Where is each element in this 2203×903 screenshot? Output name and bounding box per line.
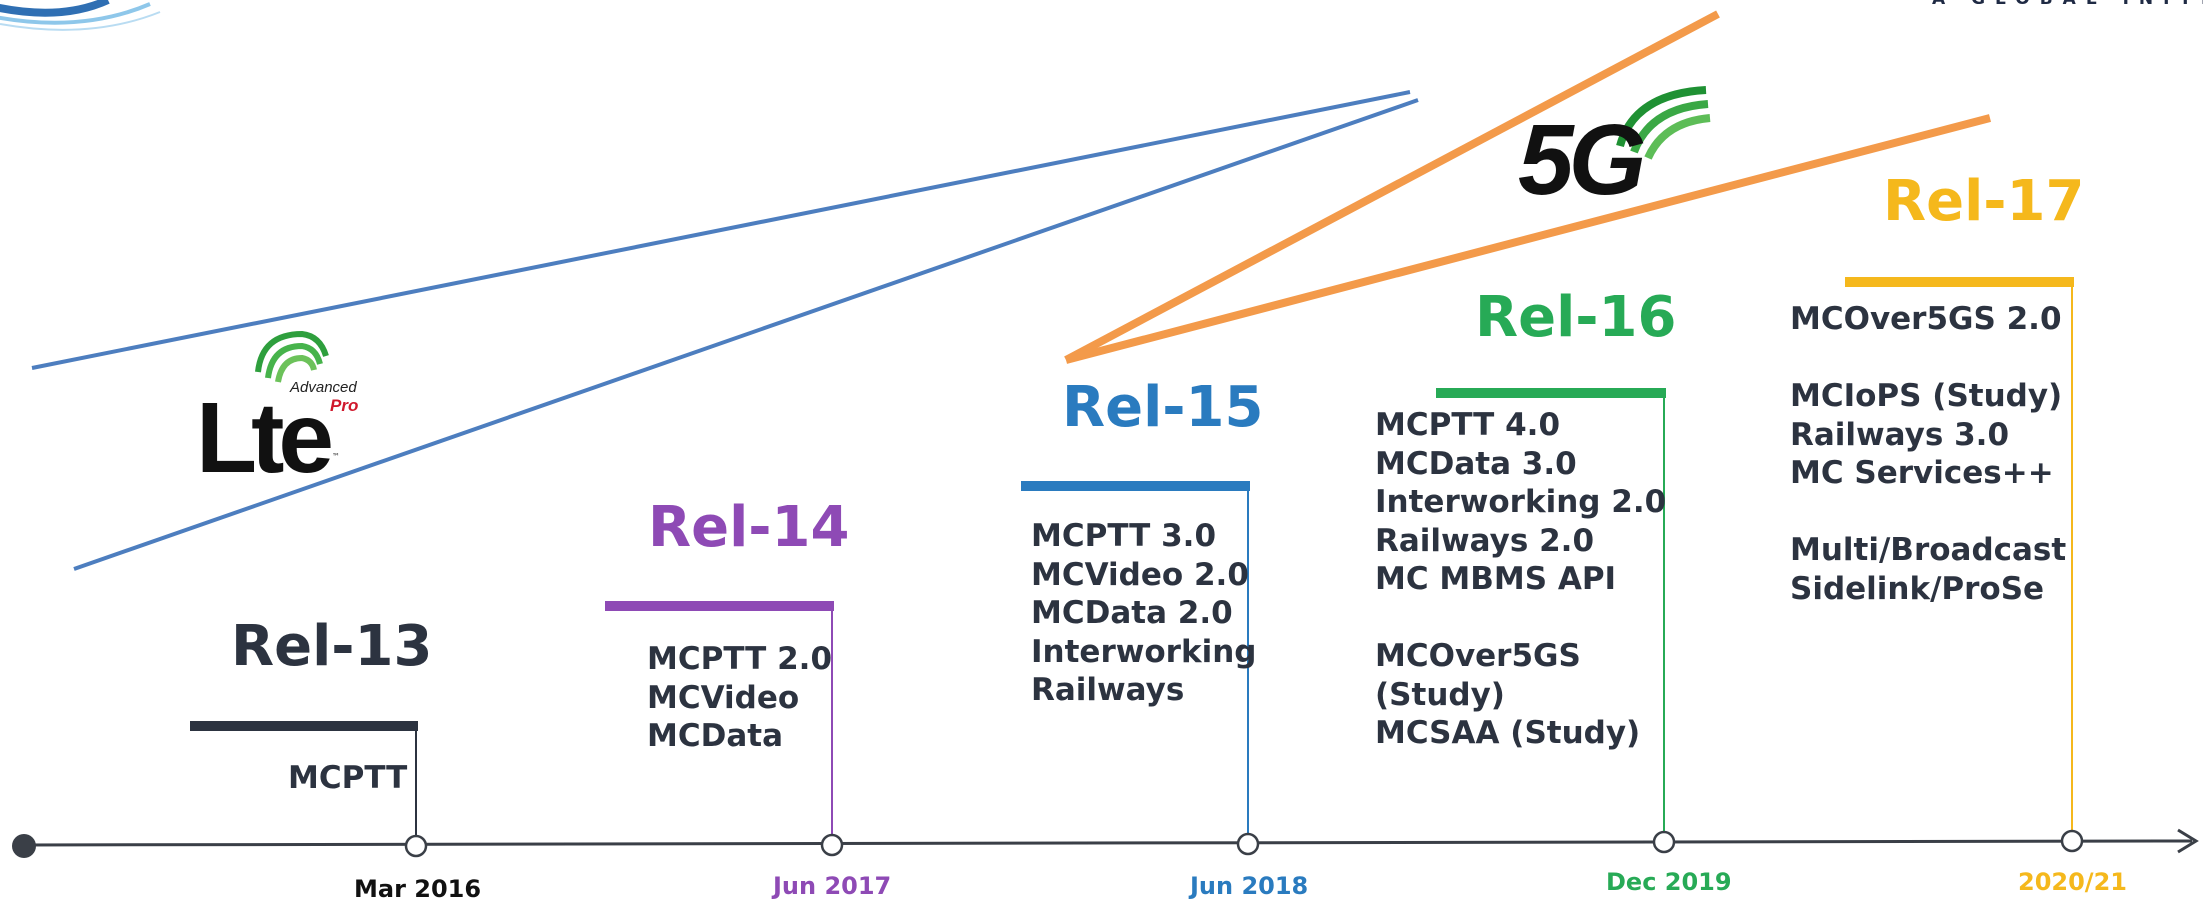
rel15-date: Jun 2018 <box>1190 872 1309 900</box>
timeline-start-dot <box>12 834 36 858</box>
list-item: MCVideo <box>647 679 800 716</box>
milestone-jun-2017 <box>820 833 844 857</box>
milestone-2020-21 <box>2060 829 2084 853</box>
rel15-title: Rel-15 <box>1062 375 1264 440</box>
rel15-marker <box>1021 481 1250 836</box>
list-item: MC Services++ <box>1790 455 2054 491</box>
rel14-date: Jun 2017 <box>773 872 892 900</box>
lte-upper-line <box>31 90 1411 370</box>
list-item: MCPTT 4.0 <box>1375 407 1561 443</box>
rel13-marker <box>190 721 418 836</box>
list-item: Interworking 2.0 <box>1375 484 1667 520</box>
list-item: MCVideo 2.0 <box>1031 556 1249 593</box>
milestone-dec-2019 <box>1652 830 1676 854</box>
rel15-items: MCPTT 3.0 MCVideo 2.0 MCData 2.0 Interwo… <box>1031 517 1256 710</box>
list-item: MCPTT 2.0 <box>647 641 833 677</box>
list-item: Railways <box>1031 672 1185 708</box>
rel16-marker <box>1436 388 1666 836</box>
lte-logo-word: Lte <box>196 382 334 494</box>
list-item: Railways 2.0 <box>1375 522 1595 559</box>
list-item <box>1790 339 2066 378</box>
rel13-title: Rel-13 <box>231 614 433 679</box>
fiveg-logo-word: 5G <box>1518 104 1646 216</box>
list-item: MCSAA (Study) <box>1375 715 1641 751</box>
rel13-items: MCPTT <box>288 759 407 798</box>
list-item: MCPTT <box>288 760 408 796</box>
list-item: Interworking <box>1031 633 1257 670</box>
fiveg-upper-line <box>1064 10 1720 364</box>
list-item: MCIoPS (Study) <box>1790 378 2063 414</box>
lte-logo-advanced: Advanced <box>290 379 357 396</box>
milestone-jun-2018 <box>1236 832 1260 856</box>
rel16-items: MCPTT 4.0 MCData 3.0 Interworking 2.0 Ra… <box>1375 406 1666 753</box>
list-item: Sidelink/ProSe <box>1790 570 2045 607</box>
list-item: MCData 2.0 <box>1031 595 1233 631</box>
list-item: Multi/Broadcast <box>1790 532 2067 568</box>
rel14-items: MCPTT 2.0 MCVideo MCData <box>647 640 832 756</box>
list-item: MCOver5GS <box>1375 638 1581 674</box>
rel13-date: Mar 2016 <box>354 875 482 903</box>
lte-logo-trademark: ™ <box>332 452 340 461</box>
rel14-marker <box>605 601 834 836</box>
organization-tagline: A GLOBAL INITIA <box>1932 0 2203 9</box>
rel17-items: MCOver5GS 2.0 MCIoPS (Study) Railways 3.… <box>1790 300 2066 608</box>
timeline-axis <box>12 828 2199 858</box>
rel16-date: Dec 2019 <box>1606 868 1732 896</box>
lte-logo-pro: Pro <box>330 396 359 415</box>
milestone-mar-2016 <box>404 834 428 858</box>
fiveg-logo-arcs <box>1616 86 1711 160</box>
list-item: Railways 3.0 <box>1790 416 2010 453</box>
organization-logo-swirl <box>0 0 161 31</box>
list-item <box>1375 599 1666 638</box>
lte-logo-arcs <box>255 330 329 383</box>
rel17-marker <box>1845 277 2074 836</box>
fiveg-lower-line <box>1064 114 1992 364</box>
rel16-title: Rel-16 <box>1475 285 1677 350</box>
rel17-date: 2020/21 <box>2018 868 2127 896</box>
lte-lower-line <box>73 98 1419 571</box>
list-item: (Study) <box>1375 676 1505 713</box>
list-item: MCPTT 3.0 <box>1031 518 1217 554</box>
list-item <box>1790 493 2066 532</box>
rel17-title: Rel-17 <box>1883 169 2085 234</box>
rel14-title: Rel-14 <box>648 495 850 560</box>
list-item: MC MBMS API <box>1375 561 1617 597</box>
list-item: MCData 3.0 <box>1375 445 1577 482</box>
list-item: MCData <box>647 718 783 754</box>
list-item: MCOver5GS 2.0 <box>1790 301 2062 337</box>
lte-advanced-pro-logo: Lte Advanced Pro ™ <box>196 372 376 488</box>
fiveg-wedge-lines <box>1064 10 1992 364</box>
lte-wedge-lines <box>31 90 1419 571</box>
